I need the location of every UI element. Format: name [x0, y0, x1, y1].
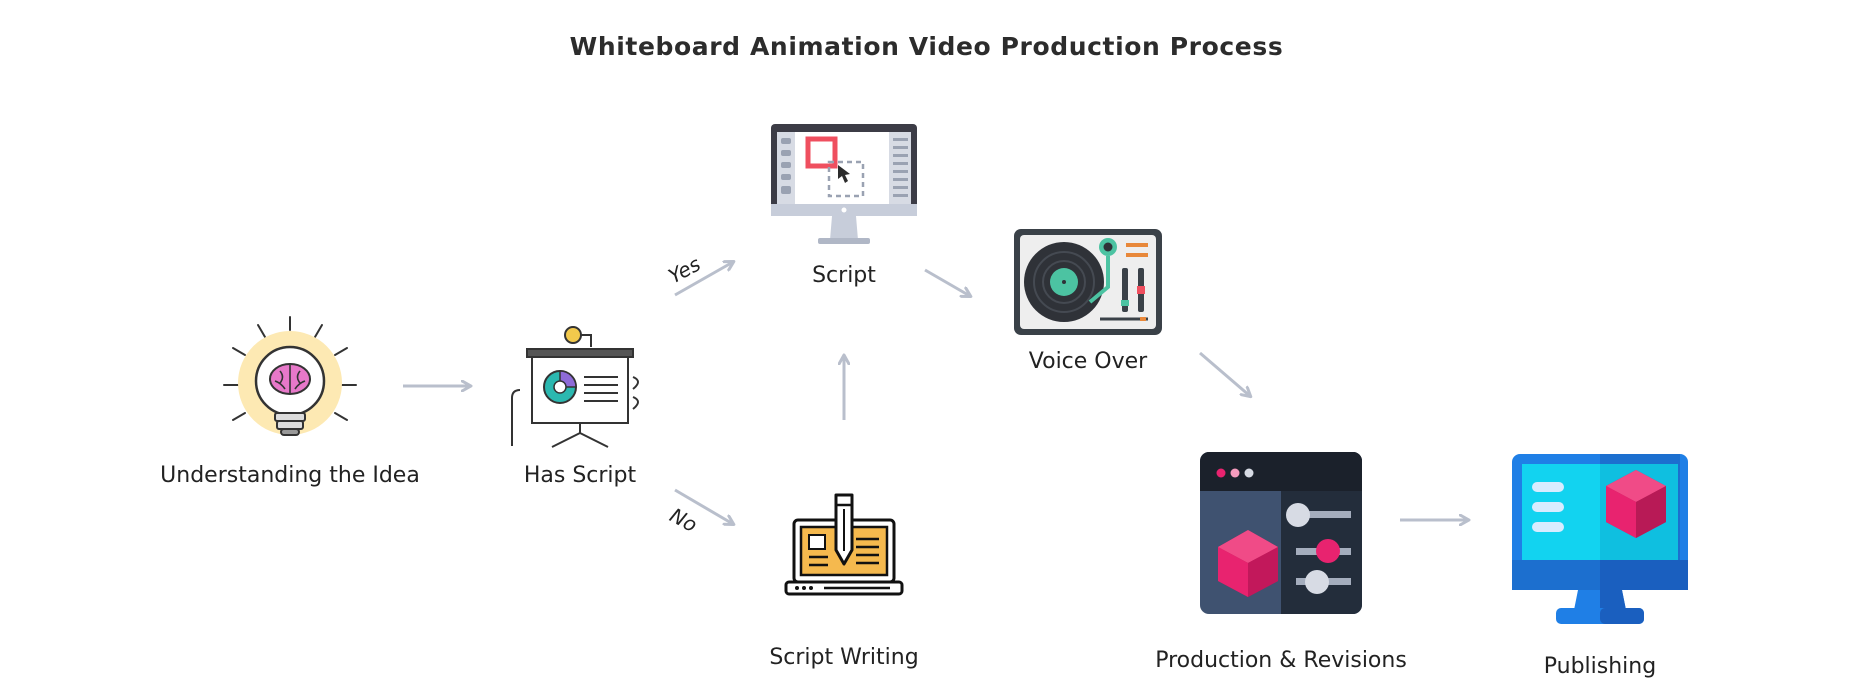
lightbulb-brain-icon — [223, 316, 357, 436]
presentation-board-icon — [511, 326, 639, 448]
node-label-has-script: Has Script — [523, 463, 637, 488]
turntable-icon — [1014, 229, 1162, 335]
3d-editor-window-icon — [1200, 452, 1362, 614]
edge-has-script-to-script — [674, 262, 733, 297]
laptop-writing-icon — [784, 493, 904, 596]
node-label-production: Production & Revisions — [1155, 648, 1407, 673]
edge-script-to-voice-over — [924, 268, 970, 296]
design-monitor-icon — [771, 124, 917, 244]
node-label-script-writing: Script Writing — [769, 645, 919, 670]
monitor-cube-icon — [1512, 454, 1688, 624]
edge-voice-over-to-production — [1199, 351, 1250, 396]
node-label-script: Script — [812, 263, 876, 288]
diagram-title: Whiteboard Animation Video Production Pr… — [569, 32, 1284, 61]
node-label-understanding: Understanding the Idea — [160, 463, 420, 488]
edge-has-script-to-script-writing — [674, 488, 733, 524]
node-label-publishing: Publishing — [1543, 654, 1657, 679]
node-label-voice-over: Voice Over — [1028, 349, 1148, 374]
